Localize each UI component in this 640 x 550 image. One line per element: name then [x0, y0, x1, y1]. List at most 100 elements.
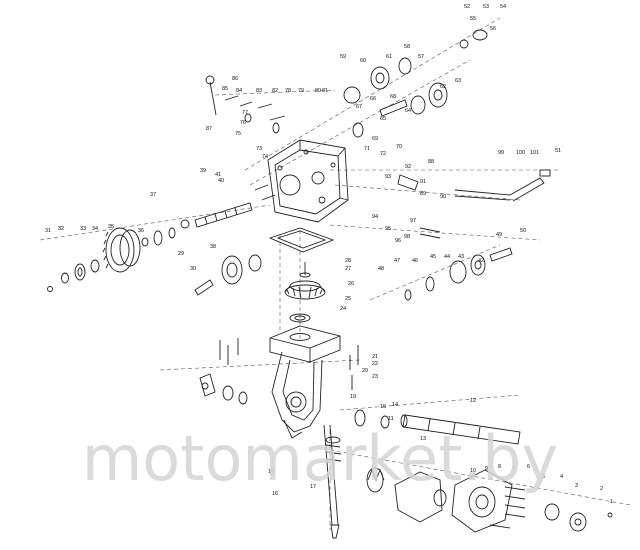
- callout-53: 53: [483, 4, 489, 10]
- callout-81: 81: [322, 88, 328, 94]
- callout-63: 63: [455, 78, 461, 84]
- output-shaft: [400, 414, 521, 445]
- callout-100: 100: [516, 150, 525, 156]
- callout-51: 51: [555, 148, 561, 154]
- callout-15: 15: [380, 404, 386, 410]
- callout-70: 70: [396, 144, 402, 150]
- bevel-gear: [284, 262, 326, 300]
- callout-41: 41: [215, 172, 221, 178]
- callout-54: 54: [500, 4, 506, 10]
- bearing-ring: [289, 313, 311, 323]
- callout-76: 76: [240, 120, 246, 126]
- callout-78: 78: [285, 88, 291, 94]
- callout-92: 92: [405, 164, 411, 170]
- lower-right-gears: [404, 247, 513, 301]
- callout-3: 3: [575, 483, 578, 489]
- callout-33: 33: [80, 226, 86, 232]
- callout-56: 56: [490, 26, 496, 32]
- callout-98: 98: [404, 234, 410, 240]
- callout-23: 23: [372, 374, 378, 380]
- callout-13: 13: [420, 436, 426, 442]
- callout-83: 83: [256, 88, 262, 94]
- callout-93: 93: [385, 174, 391, 180]
- callout-45: 45: [430, 254, 436, 260]
- callout-32: 32: [58, 226, 64, 232]
- callout-64: 64: [405, 108, 411, 114]
- callout-52: 52: [464, 4, 470, 10]
- callout-44: 44: [444, 254, 450, 260]
- callout-10: 10: [470, 468, 476, 474]
- callout-67: 67: [356, 104, 362, 110]
- left-bearings: [47, 227, 176, 292]
- callout-22: 22: [372, 361, 378, 367]
- callout-37: 37: [150, 192, 156, 198]
- callout-50: 50: [520, 228, 526, 234]
- upper-right-components: [343, 29, 488, 138]
- gearbox-housing: [254, 139, 349, 223]
- gasket-plate: [268, 227, 335, 253]
- callout-21: 21: [372, 354, 378, 360]
- callout-72: 72: [380, 151, 386, 157]
- callout-73: 73: [256, 146, 262, 152]
- callout-85: 85: [222, 86, 228, 92]
- input-shaft: [180, 202, 253, 229]
- callout-57: 57: [418, 54, 424, 60]
- callout-75: 75: [235, 131, 241, 137]
- callout-47: 47: [394, 258, 400, 264]
- callout-65: 65: [380, 116, 386, 122]
- callout-48: 48: [378, 266, 384, 272]
- callout-6: 6: [527, 464, 530, 470]
- callout-24: 24: [340, 306, 346, 312]
- callout-17: 17: [310, 484, 316, 490]
- callout-58: 58: [404, 44, 410, 50]
- callout-36: 36: [138, 228, 144, 234]
- callout-16: 16: [272, 491, 278, 497]
- callout-20: 20: [362, 368, 368, 374]
- callout-28: 28: [345, 258, 351, 264]
- callout-68: 68: [390, 94, 396, 100]
- callout-14: 14: [392, 402, 398, 408]
- callout-7: 7: [512, 466, 515, 472]
- assembly-axis-lines: [39, 17, 631, 530]
- callout-66: 66: [370, 96, 376, 102]
- callout-62: 62: [440, 84, 446, 90]
- callout-91: 91: [420, 179, 426, 185]
- callout-96: 96: [395, 238, 401, 244]
- shift-rod: [397, 169, 551, 239]
- watermark-text: motomarket.by: [82, 422, 558, 495]
- callout-39: 39: [200, 168, 206, 174]
- callout-61: 61: [386, 54, 392, 60]
- flange-cover: [366, 467, 613, 533]
- callout-42: 42: [478, 258, 484, 264]
- callout-30: 30: [190, 266, 196, 272]
- clutch-drum: [102, 227, 141, 273]
- callout-40: 40: [218, 178, 224, 184]
- callout-11: 11: [388, 416, 394, 422]
- callout-27: 27: [345, 266, 351, 272]
- callout-87: 87: [206, 126, 212, 132]
- callout-94: 94: [372, 214, 378, 220]
- callout-74: 74: [262, 154, 268, 160]
- callout-49: 49: [496, 232, 502, 238]
- callout-5: 5: [542, 474, 545, 480]
- callout-25: 25: [345, 296, 351, 302]
- pinion-shaft: [323, 424, 342, 539]
- callout-labels: 1234567891011121314151617181920212223242…: [45, 4, 613, 505]
- callout-26: 26: [348, 281, 354, 287]
- callout-79: 79: [298, 88, 304, 94]
- callout-71: 71: [364, 146, 370, 152]
- callout-34: 34: [92, 226, 98, 232]
- callout-35: 35: [108, 224, 114, 230]
- callout-55: 55: [470, 16, 476, 22]
- callout-29: 29: [178, 251, 184, 257]
- callout-86: 86: [232, 76, 238, 82]
- callout-38: 38: [210, 244, 216, 250]
- callout-18: 18: [268, 469, 274, 475]
- callout-59: 59: [340, 54, 346, 60]
- callout-88: 88: [428, 159, 434, 165]
- callout-95: 95: [385, 226, 391, 232]
- callout-8: 8: [498, 464, 501, 470]
- callout-97: 97: [410, 218, 416, 224]
